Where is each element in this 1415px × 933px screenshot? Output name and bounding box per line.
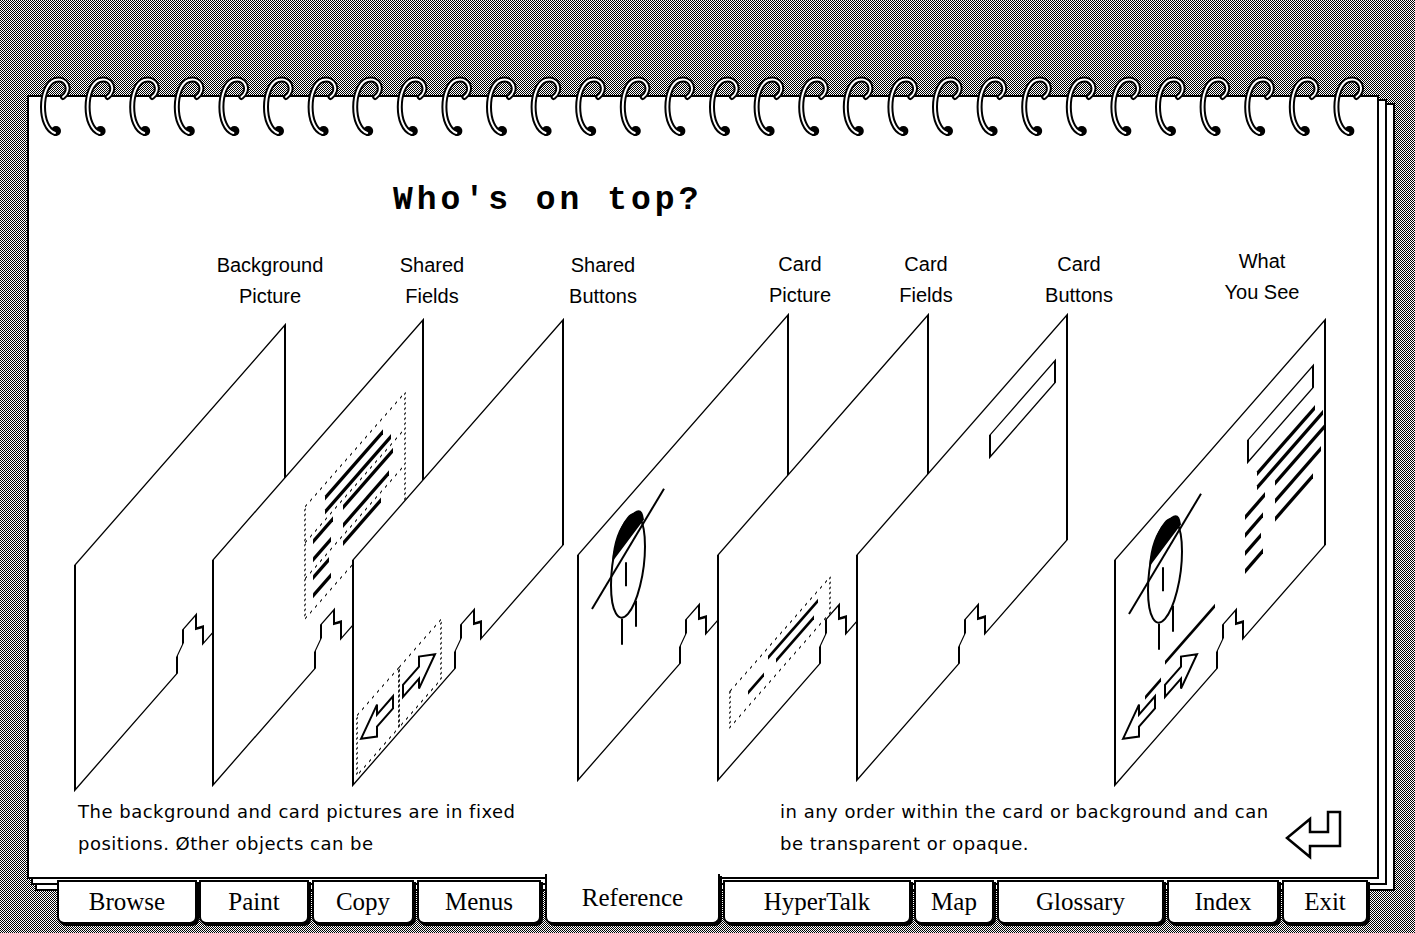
layer-label: Card Fields (881, 249, 971, 311)
binding-ring (801, 80, 826, 136)
binding-ring (177, 80, 202, 136)
binding-ring (489, 80, 514, 136)
binding-ring (1336, 80, 1361, 136)
nav-tab: Paint (199, 880, 309, 924)
layer-label: What You See (1220, 246, 1304, 308)
layer-label: Shared Buttons (553, 250, 653, 312)
layer-label: Background Picture (200, 250, 340, 312)
binding-ring (534, 80, 559, 136)
binding-ring (757, 80, 782, 136)
label-text: Map (931, 888, 977, 916)
layer-label: Card Buttons (1029, 249, 1129, 311)
binding-ring (712, 80, 737, 136)
label-text: Card Fields (899, 253, 952, 306)
binding-ring (1292, 80, 1317, 136)
binding-ring (980, 80, 1005, 136)
nav-tab: Copy (312, 880, 414, 924)
return-arrow-icon (1287, 812, 1340, 857)
label-text: Paint (228, 888, 279, 916)
label-text: Index (1195, 888, 1252, 916)
layer-label: Card Picture (750, 249, 850, 311)
binding-ring (578, 80, 603, 136)
binding-ring (935, 80, 960, 136)
label-text: Browse (89, 888, 165, 916)
nav-tab: Browse (57, 880, 197, 924)
label-text: HyperTalk (764, 888, 871, 916)
label-text: Copy (336, 888, 390, 916)
label-text: Exit (1304, 888, 1346, 916)
binding-ring (266, 80, 291, 136)
label-text: Background Picture (217, 254, 324, 307)
label-text: Shared Buttons (569, 254, 637, 307)
binding-ring (355, 80, 380, 136)
binding-ring (1024, 80, 1049, 136)
layer-label: Shared Fields (382, 250, 482, 312)
nav-tab: Index (1167, 880, 1279, 924)
label-text: Glossary (1036, 888, 1125, 916)
binding-ring (1113, 80, 1138, 136)
binding-ring (846, 80, 871, 136)
label-text: What You See (1225, 250, 1300, 303)
nav-tab: HyperTalk (723, 880, 911, 924)
binding-ring (132, 80, 157, 136)
caption-text: The background and card pictures are in … (78, 796, 578, 860)
page-title: Who's on top? (393, 182, 702, 219)
label-text: Card Buttons (1045, 253, 1113, 306)
binding-ring (623, 80, 648, 136)
binding-ring (890, 80, 915, 136)
label-text: Card Picture (769, 253, 831, 306)
binding-ring (88, 80, 113, 136)
binding-ring (667, 80, 692, 136)
binding-ring (43, 80, 68, 136)
nav-tab: Menus (417, 880, 541, 924)
binding-ring (1203, 80, 1228, 136)
label-text: Shared Fields (400, 254, 465, 307)
binding-ring (400, 80, 425, 136)
binding-ring (1247, 80, 1272, 136)
binding-ring (221, 80, 246, 136)
binding-ring (1158, 80, 1183, 136)
binding-ring (1069, 80, 1094, 136)
binding-ring (444, 80, 469, 136)
nav-tab: Reference (545, 874, 720, 924)
binding-ring (311, 80, 336, 136)
nav-tab: Map (914, 880, 994, 924)
label-text: Reference (582, 884, 683, 912)
nav-tab: Exit (1282, 880, 1368, 924)
label-text: Menus (445, 888, 513, 916)
nav-tab: Glossary (997, 880, 1164, 924)
caption-text: in any order within the card or backgrou… (780, 796, 1280, 860)
